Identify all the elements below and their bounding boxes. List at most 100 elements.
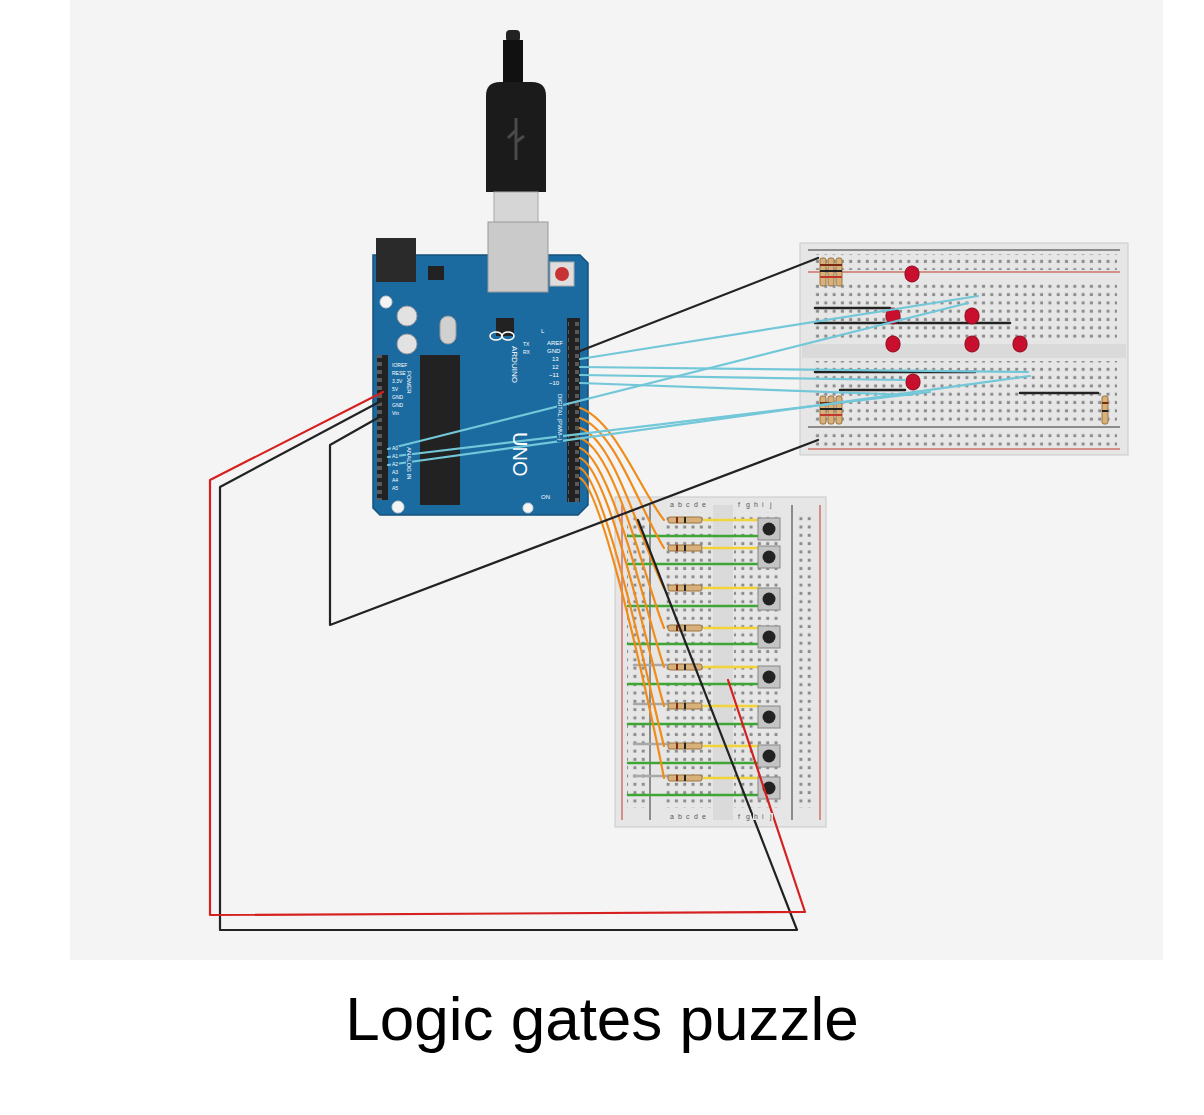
usb-cable — [508, 118, 524, 160]
resistor-symbol — [684, 703, 686, 709]
arduino-board — [377, 355, 388, 500]
resistor-symbol — [1102, 396, 1108, 424]
resistor-symbol — [684, 517, 686, 781]
resistor-symbol — [820, 270, 842, 272]
pin-label: A4 — [391, 478, 399, 483]
arduino-board — [397, 334, 417, 354]
gray-wire — [634, 665, 668, 776]
resistor-symbol — [668, 545, 702, 551]
black-wire — [220, 258, 818, 930]
pushbutton — [758, 626, 780, 648]
pushbutton — [758, 666, 780, 688]
orange-wire — [580, 428, 664, 588]
yellow-wire — [704, 519, 758, 522]
resistor-symbol — [820, 414, 842, 416]
arduino-board — [392, 501, 404, 513]
orange-wire — [580, 478, 664, 778]
column-letter: a — [669, 501, 675, 508]
resistor-symbol — [1102, 402, 1108, 404]
arduino-board — [373, 255, 588, 515]
led-symbol — [1013, 336, 1027, 352]
cyan-wire — [388, 376, 1030, 465]
pin-label: A0 — [391, 446, 399, 451]
background-panel — [70, 0, 1163, 960]
resistor-symbol — [676, 517, 678, 523]
usb-cable — [486, 82, 546, 192]
led-symbol — [965, 336, 979, 352]
cyan-wire — [388, 303, 968, 449]
short-wire — [840, 389, 905, 392]
orange-wire — [580, 408, 664, 778]
short-wire — [1020, 392, 1098, 395]
arduino-board — [440, 316, 456, 344]
pin-label: GND — [391, 395, 404, 400]
green-wire — [628, 723, 760, 726]
arduino-board — [568, 318, 579, 502]
pin-label: L — [540, 328, 545, 334]
resistor-symbol — [684, 664, 686, 670]
resistor-symbol — [676, 585, 678, 591]
resistor-symbol — [676, 545, 678, 551]
resistor-symbol — [684, 775, 686, 781]
column-letter: g — [745, 813, 751, 820]
yellow-wire — [704, 520, 758, 778]
pin-label: POWER — [406, 370, 412, 395]
arduino-board — [420, 355, 460, 505]
pin-label: GND — [546, 348, 561, 354]
led-symbol — [965, 308, 979, 324]
column-letter: g — [745, 501, 751, 508]
breadboard-upper — [812, 430, 1117, 446]
pushbutton — [758, 518, 780, 540]
column-letter: j — [769, 813, 773, 820]
arduino-board — [376, 238, 416, 282]
yellow-wire — [704, 705, 758, 708]
column-letter: a — [669, 813, 675, 820]
column-letter: e — [701, 501, 707, 508]
green-wire — [628, 794, 760, 797]
usb-cable — [494, 192, 538, 224]
resistor-symbol — [676, 664, 678, 670]
column-letter: f — [737, 501, 741, 508]
resistor-symbol — [676, 625, 678, 631]
resistor-symbol — [668, 743, 702, 749]
pin-label: A1 — [391, 454, 399, 459]
arduino-board — [555, 267, 569, 281]
pushbutton — [758, 706, 780, 728]
column-letter: i — [761, 813, 765, 820]
pin-label: TX — [522, 342, 530, 347]
green-wire — [628, 563, 760, 566]
pushbutton — [758, 745, 780, 767]
orange-wire — [580, 468, 664, 746]
resistor-symbol — [676, 703, 678, 709]
pin-label: Vin — [391, 411, 400, 416]
breadboard-lower — [796, 512, 815, 808]
pin-label: DIGITAL (PWM~) — [557, 393, 563, 442]
pin-label: 12 — [551, 364, 560, 370]
yellow-wire — [704, 547, 758, 550]
resistor-symbol — [668, 517, 702, 523]
arduino-board — [567, 318, 580, 502]
pushbutton — [763, 711, 776, 724]
resistor-symbol — [668, 517, 702, 781]
pin-label: IOREF — [391, 363, 408, 368]
resistor-symbol — [668, 775, 702, 781]
arduino-board — [502, 332, 514, 340]
caption: Logic gates puzzle — [0, 982, 1204, 1056]
cyan-wire — [580, 375, 905, 380]
pushbutton — [763, 523, 776, 536]
resistor-symbol — [668, 585, 702, 591]
arduino-board — [373, 222, 588, 515]
resistor-symbol — [684, 517, 686, 523]
pushbutton — [758, 588, 780, 610]
breadboard-upper — [812, 282, 1117, 342]
column-letter: d — [693, 501, 699, 508]
pin-label: 3.3V — [391, 379, 403, 384]
pin-label: A2 — [391, 462, 399, 467]
pin-label: A5 — [391, 486, 399, 491]
red-wire — [210, 392, 805, 915]
green-wire — [628, 762, 760, 765]
breadboard-upper — [802, 344, 1126, 358]
arduino-board — [490, 332, 502, 340]
breadboard-upper — [808, 427, 1120, 428]
